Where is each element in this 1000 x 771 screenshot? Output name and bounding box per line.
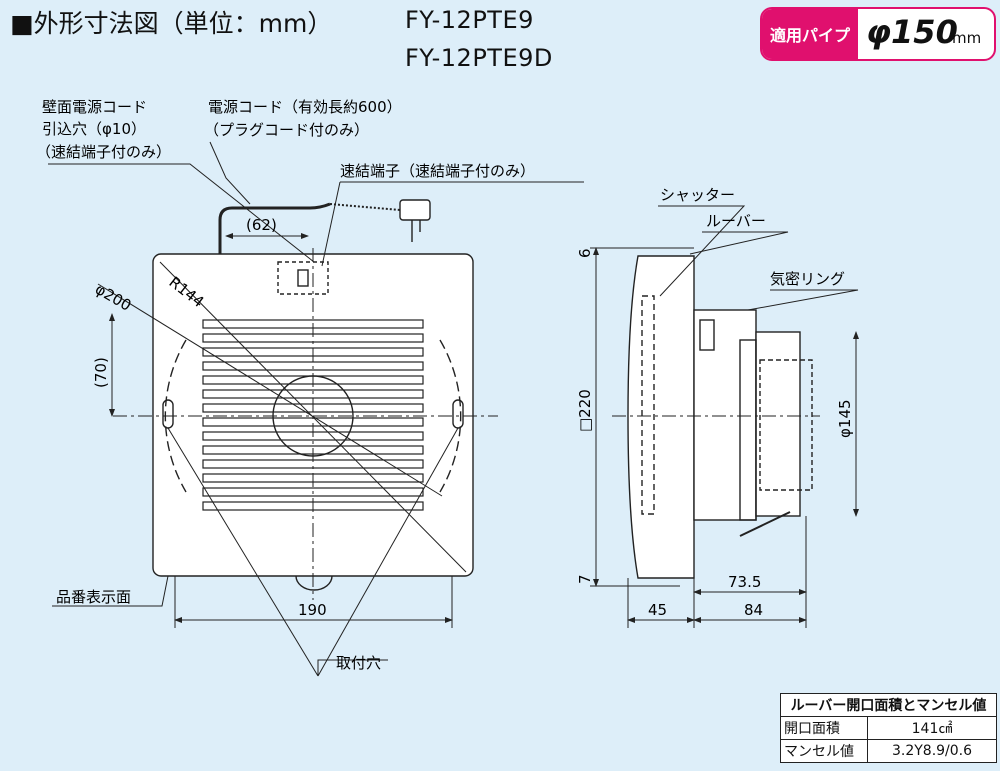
power-cord <box>218 202 331 254</box>
louver-label: ルーバー <box>706 212 766 230</box>
table-row: マンセル値 3.2Y8.9/0.6 <box>780 739 997 763</box>
side-view <box>612 255 820 579</box>
motor-housing <box>693 309 757 521</box>
shutter-outline <box>641 295 655 515</box>
quick-terminal-label: 速結端子（速結端子付のみ） <box>340 162 535 180</box>
model-number-2: FY-12PTE9D <box>405 44 553 72</box>
spec-table-title: ルーバー開口面積とマンセル値 <box>780 693 997 717</box>
terminal-slot <box>297 269 309 287</box>
airtight-ring-label: 気密リング <box>770 270 845 288</box>
pipe-size-badge: 適用パイプ φ150 mm <box>760 7 996 61</box>
page-title: ■外形寸法図（単位：mm） <box>10 9 333 38</box>
table-row: 開口面積 141㎠ <box>780 716 997 740</box>
dimension-lines <box>97 233 859 628</box>
motor-body <box>759 359 813 491</box>
dim-cord-offset: (62) <box>246 216 277 234</box>
side-panel-outline <box>627 255 695 579</box>
dim-square-220: □220 <box>576 389 594 432</box>
dim-phi-200: φ200 <box>92 280 134 315</box>
dim-height-70: (70) <box>92 357 110 388</box>
dim-top-6: 6 <box>576 248 594 258</box>
wall-cord-hole-label-1: 壁面電源コード <box>42 98 147 116</box>
spec-key-munsell: マンセル値 <box>780 739 868 763</box>
pipe-badge-label: 適用パイプ <box>762 9 858 59</box>
model-number-side-label: 品番表示面 <box>56 588 131 606</box>
dim-84: 84 <box>744 601 763 619</box>
model-label-notch <box>295 575 333 591</box>
plug-icon <box>399 199 431 221</box>
wall-cord-hole-label-2: 引込穴（φ10） <box>42 120 146 138</box>
dim-73-5: 73.5 <box>728 573 761 591</box>
wall-cord-hole-label-3: （速結端子付のみ） <box>36 143 171 161</box>
power-cord-label-1: 電源コード（有効長約600） <box>208 98 402 116</box>
terminal-box <box>277 261 329 295</box>
duct-adapter <box>755 331 801 517</box>
model-number-1: FY-12PTE9 <box>405 6 534 34</box>
phi-200-arc-right <box>439 339 462 493</box>
louver-spec-table: ルーバー開口面積とマンセル値 開口面積 141㎠ マンセル値 3.2Y8.9/0… <box>780 693 997 763</box>
front-view <box>113 199 498 600</box>
dim-bottom-7: 7 <box>576 574 594 584</box>
pipe-badge-value: φ150 <box>866 13 958 51</box>
shutter-label: シャッター <box>660 186 735 204</box>
spec-key-opening-area: 開口面積 <box>780 716 868 740</box>
leader-lines <box>48 141 859 677</box>
power-cord-label-2: （プラグコード付のみ） <box>204 121 369 139</box>
spec-value-munsell: 3.2Y8.9/0.6 <box>867 739 997 763</box>
spec-value-opening-area: 141㎠ <box>867 716 997 740</box>
mounting-holes-label: 取付穴 <box>336 654 381 672</box>
pipe-badge-unit: mm <box>952 29 982 47</box>
dim-width-190: 190 <box>298 601 327 619</box>
dim-phi-145: φ145 <box>836 399 854 438</box>
dim-45: 45 <box>648 601 667 619</box>
